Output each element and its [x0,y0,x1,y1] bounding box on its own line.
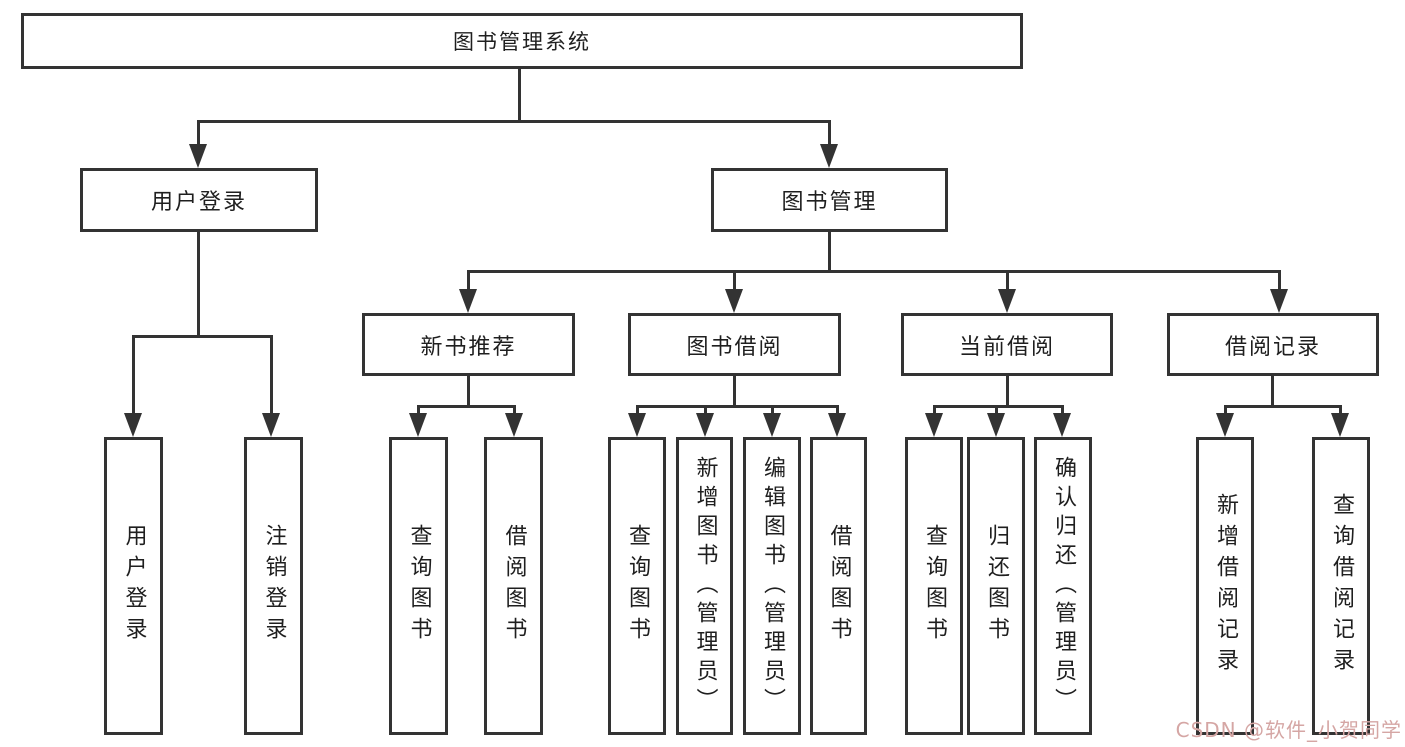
connector-line [467,376,470,405]
node-book-borrow: 图书借阅 [628,313,841,376]
connector-arrowhead [1270,289,1288,313]
leaf-query-books-current-label: 查询图书 [922,524,947,648]
connector-line [1224,405,1227,413]
connector-line [704,405,707,413]
connector-line [933,405,936,413]
connector-line [1278,270,1281,289]
connector-line [636,405,639,413]
connector-line [1006,270,1009,289]
leaf-borrow-books-label: 借阅图书 [826,524,852,648]
leaf-confirm-return-admin-label: 确认归还（管理员） [1051,455,1076,717]
leaf-user-login: 用户登录 [104,437,163,735]
connector-arrowhead [1053,413,1071,437]
connector-line [1271,376,1274,405]
connector-line [132,335,273,338]
connector-line [417,405,516,408]
leaf-return-book: 归还图书 [967,437,1025,735]
connector-line [995,405,998,413]
node-library-system-label: 图书管理系统 [453,30,591,54]
connector-line [467,270,1281,273]
node-book-management: 图书管理 [711,168,948,232]
leaf-query-books-current: 查询图书 [905,437,963,735]
connector-arrowhead [763,413,781,437]
leaf-add-book-admin-label: 新增图书（管理员） [692,455,718,717]
connector-arrowhead [828,413,846,437]
leaf-return-book-label: 归还图书 [984,524,1009,648]
connector-arrowhead [925,413,943,437]
node-user-login-label: 用户登录 [150,190,247,215]
node-book-management-label: 图书管理 [781,190,878,215]
connector-line [1061,405,1064,413]
leaf-edit-book-admin: 编辑图书（管理员） [743,437,801,735]
connector-line [771,405,774,413]
connector-line [836,405,839,413]
leaf-confirm-return-admin: 确认归还（管理员） [1034,437,1092,735]
connector-line [1224,405,1341,408]
connector-line [733,376,736,405]
leaf-add-borrow-record: 新增借阅记录 [1196,437,1254,735]
leaf-query-books-borrow-label: 查询图书 [625,524,650,648]
connector-arrowhead [628,413,646,437]
node-new-book-recommend: 新书推荐 [362,313,575,376]
node-user-login: 用户登录 [80,168,318,232]
connector-line [467,270,470,289]
connector-line [197,232,200,335]
leaf-user-login-label: 用户登录 [121,524,147,648]
leaf-logout-login-label: 注销登录 [261,524,287,648]
connector-line [933,405,1063,408]
connector-arrowhead [987,413,1005,437]
leaf-query-books-borrow: 查询图书 [608,437,666,735]
connector-arrowhead [1331,413,1349,437]
leaf-query-books-recommend-label: 查询图书 [406,524,432,648]
leaf-borrow-books-recommend-label: 借阅图书 [501,524,527,648]
connector-arrowhead [189,144,207,168]
connector-line [1339,405,1342,413]
connector-arrowhead [124,413,142,437]
connector-arrowhead [505,413,523,437]
connector-arrowhead [1216,413,1234,437]
connector-line [828,120,831,146]
node-current-borrow-label: 当前借阅 [958,334,1055,360]
connector-arrowhead [262,413,280,437]
connector-line [132,335,135,413]
connector-line [197,120,200,146]
leaf-add-book-admin: 新增图书（管理员） [676,437,733,735]
leaf-query-books-recommend: 查询图书 [389,437,448,735]
connector-arrowhead [820,144,838,168]
connector-line [513,405,516,413]
connector-line [518,69,521,120]
node-library-system: 图书管理系统 [21,13,1023,69]
node-new-book-recommend-label: 新书推荐 [420,334,517,360]
node-borrow-records-label: 借阅记录 [1224,334,1321,360]
connector-line [270,335,273,413]
leaf-query-borrow-record-label: 查询借阅记录 [1329,493,1354,679]
csdn-watermark: CSDN @软件_小贺同学 [1175,718,1402,742]
leaf-borrow-books-recommend: 借阅图书 [484,437,543,735]
node-borrow-records: 借阅记录 [1167,313,1379,376]
connector-line [417,405,420,413]
connector-arrowhead [998,289,1016,313]
connector-arrowhead [409,413,427,437]
connector-line [1006,376,1009,405]
connector-arrowhead [725,289,743,313]
node-current-borrow: 当前借阅 [901,313,1113,376]
leaf-borrow-books: 借阅图书 [810,437,867,735]
connector-arrowhead [459,289,477,313]
connector-line [828,232,831,270]
connector-arrowhead [696,413,714,437]
leaf-add-borrow-record-label: 新增借阅记录 [1213,493,1238,679]
leaf-edit-book-admin-label: 编辑图书（管理员） [760,455,785,717]
leaf-query-borrow-record: 查询借阅记录 [1312,437,1370,735]
node-book-borrow-label: 图书借阅 [686,334,783,360]
leaf-logout-login: 注销登录 [244,437,303,735]
connector-line [197,120,831,123]
connector-line [733,270,736,289]
connector-line [636,405,839,408]
